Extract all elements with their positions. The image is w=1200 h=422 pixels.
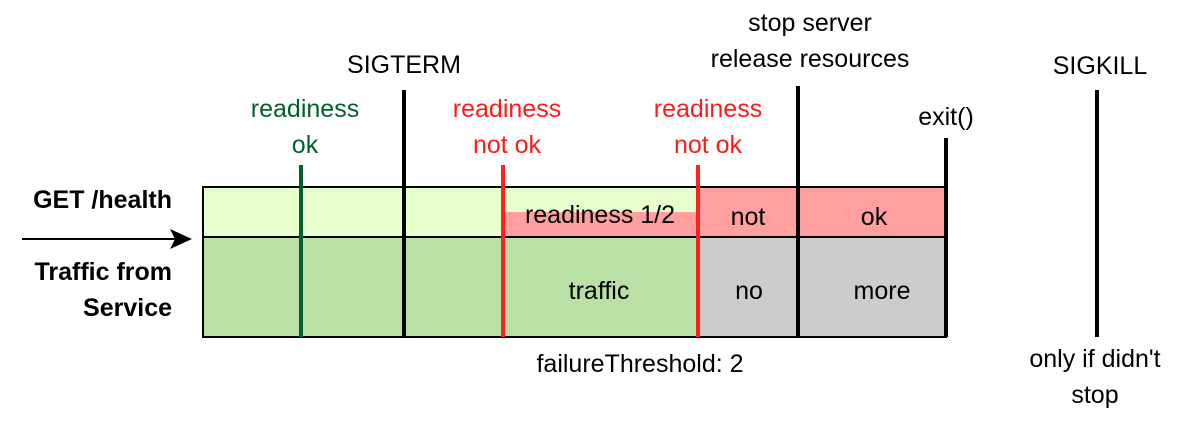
- sigterm-label: SIGTERM: [347, 51, 461, 79]
- no-label: no: [735, 277, 763, 305]
- health-row-ok: [798, 187, 946, 237]
- release-resources-label: release resources: [711, 45, 910, 73]
- readiness-notok-b-line1: readiness: [654, 95, 762, 123]
- not-label: not: [731, 203, 766, 231]
- exit-label: exit(): [918, 103, 974, 131]
- more-label: more: [854, 277, 911, 305]
- traffic-row-more: [798, 237, 946, 337]
- traffic-from-label: Traffic from: [34, 258, 172, 286]
- failure-threshold-label: failureThreshold: 2: [536, 350, 743, 378]
- only-if-line1: only if didn't: [1029, 345, 1160, 373]
- get-health-label: GET /health: [33, 186, 172, 214]
- readiness-notok-b-line2: not ok: [674, 131, 743, 159]
- health-row-not: [698, 187, 798, 237]
- arrow-head-icon: [170, 229, 192, 249]
- readiness-ok-line2: ok: [292, 131, 319, 159]
- readiness-half-label: readiness 1/2: [525, 201, 675, 229]
- health-row-readiness-half: [503, 212, 698, 237]
- traffic-label: traffic: [569, 277, 630, 305]
- service-label: Service: [83, 294, 172, 322]
- only-if-line2: stop: [1071, 381, 1118, 409]
- ok-label: ok: [861, 203, 888, 231]
- stop-server-label: stop server: [748, 9, 872, 37]
- readiness-notok-a-line2: not ok: [473, 131, 542, 159]
- sigkill-label: SIGKILL: [1053, 52, 1148, 80]
- traffic-row-no: [698, 237, 798, 337]
- readiness-ok-line1: readiness: [251, 95, 359, 123]
- traffic-row-green: [203, 237, 698, 337]
- readiness-notok-a-line1: readiness: [453, 95, 561, 123]
